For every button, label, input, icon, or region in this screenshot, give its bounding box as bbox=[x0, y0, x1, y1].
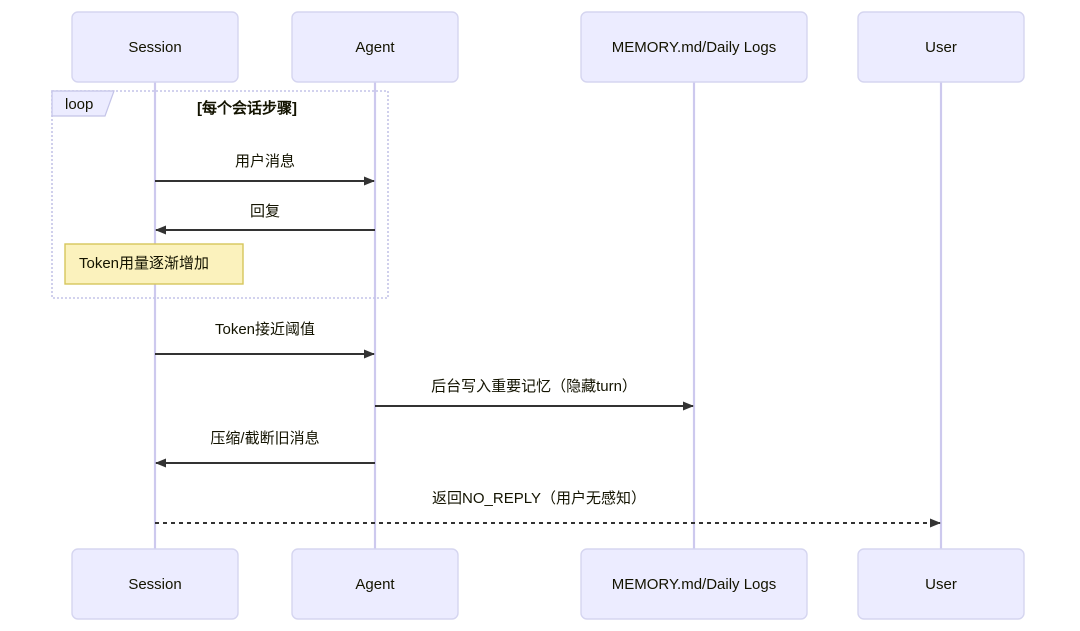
message-label-return-no-reply: 返回NO_REPLY（用户无感知） bbox=[432, 490, 646, 507]
participant-memory-top[interactable]: MEMORY.md/Daily Logs bbox=[580, 11, 808, 83]
participant-label-session-bottom: Session bbox=[128, 576, 181, 593]
participant-box-memory-bottom[interactable] bbox=[580, 548, 808, 620]
message-user-message[interactable]: 用户消息 bbox=[155, 153, 375, 186]
note-label-token-growth-note: Token用量逐渐增加 bbox=[79, 255, 209, 272]
message-return-no-reply[interactable]: 返回NO_REPLY（用户无感知） bbox=[155, 490, 941, 528]
participant-box-session-top[interactable] bbox=[71, 11, 239, 83]
loop-keyword-label: loop bbox=[65, 96, 93, 113]
participant-label-memory-top: MEMORY.md/Daily Logs bbox=[612, 39, 777, 56]
participant-box-memory-top[interactable] bbox=[580, 11, 808, 83]
loop-fragment-layer: loop [每个会话步骤] bbox=[51, 90, 389, 299]
participant-label-user-top: User bbox=[925, 39, 957, 56]
participant-label-agent-top: Agent bbox=[355, 39, 395, 56]
message-label-token-near-threshold: Token接近阈值 bbox=[215, 321, 315, 338]
participant-session-top[interactable]: Session bbox=[71, 11, 239, 83]
participant-label-agent-bottom: Agent bbox=[355, 576, 395, 593]
lifelines-layer bbox=[153, 82, 943, 549]
notes-layer: Token用量逐渐增加 bbox=[64, 243, 244, 285]
note-box-token-growth-note bbox=[64, 243, 244, 285]
participant-label-session-top: Session bbox=[128, 39, 181, 56]
message-token-near-threshold[interactable]: Token接近阈值 bbox=[155, 321, 375, 359]
participant-agent-bottom[interactable]: Agent bbox=[291, 548, 459, 620]
message-label-reply: 回复 bbox=[250, 202, 280, 220]
loop-condition-label: [每个会话步骤] bbox=[197, 99, 297, 117]
loop-fragment-tab bbox=[51, 90, 115, 117]
message-label-write-memory: 后台写入重要记忆（隐藏turn） bbox=[431, 378, 637, 395]
message-label-user-message: 用户消息 bbox=[235, 153, 295, 170]
participant-label-memory-bottom: MEMORY.md/Daily Logs bbox=[612, 576, 777, 593]
participant-session-bottom[interactable]: Session bbox=[71, 548, 239, 620]
note-token-growth-note: Token用量逐渐增加 bbox=[64, 243, 244, 285]
message-label-compress-truncate: 压缩/截断旧消息 bbox=[210, 430, 319, 447]
participant-agent-top[interactable]: Agent bbox=[291, 11, 459, 83]
participant-box-agent-bottom[interactable] bbox=[291, 548, 459, 620]
participant-box-user-bottom[interactable] bbox=[857, 548, 1025, 620]
participant-memory-bottom[interactable]: MEMORY.md/Daily Logs bbox=[580, 548, 808, 620]
participant-label-user-bottom: User bbox=[925, 576, 957, 593]
participant-box-session-bottom[interactable] bbox=[71, 548, 239, 620]
participant-user-bottom[interactable]: User bbox=[857, 548, 1025, 620]
loop-fragment-box bbox=[51, 90, 389, 299]
participant-user-top[interactable]: User bbox=[857, 11, 1025, 83]
message-compress-truncate[interactable]: 压缩/截断旧消息 bbox=[155, 430, 375, 468]
participant-box-user-top[interactable] bbox=[857, 11, 1025, 83]
message-write-memory[interactable]: 后台写入重要记忆（隐藏turn） bbox=[375, 378, 694, 411]
participant-box-agent-top[interactable] bbox=[291, 11, 459, 83]
message-reply[interactable]: 回复 bbox=[155, 202, 375, 235]
